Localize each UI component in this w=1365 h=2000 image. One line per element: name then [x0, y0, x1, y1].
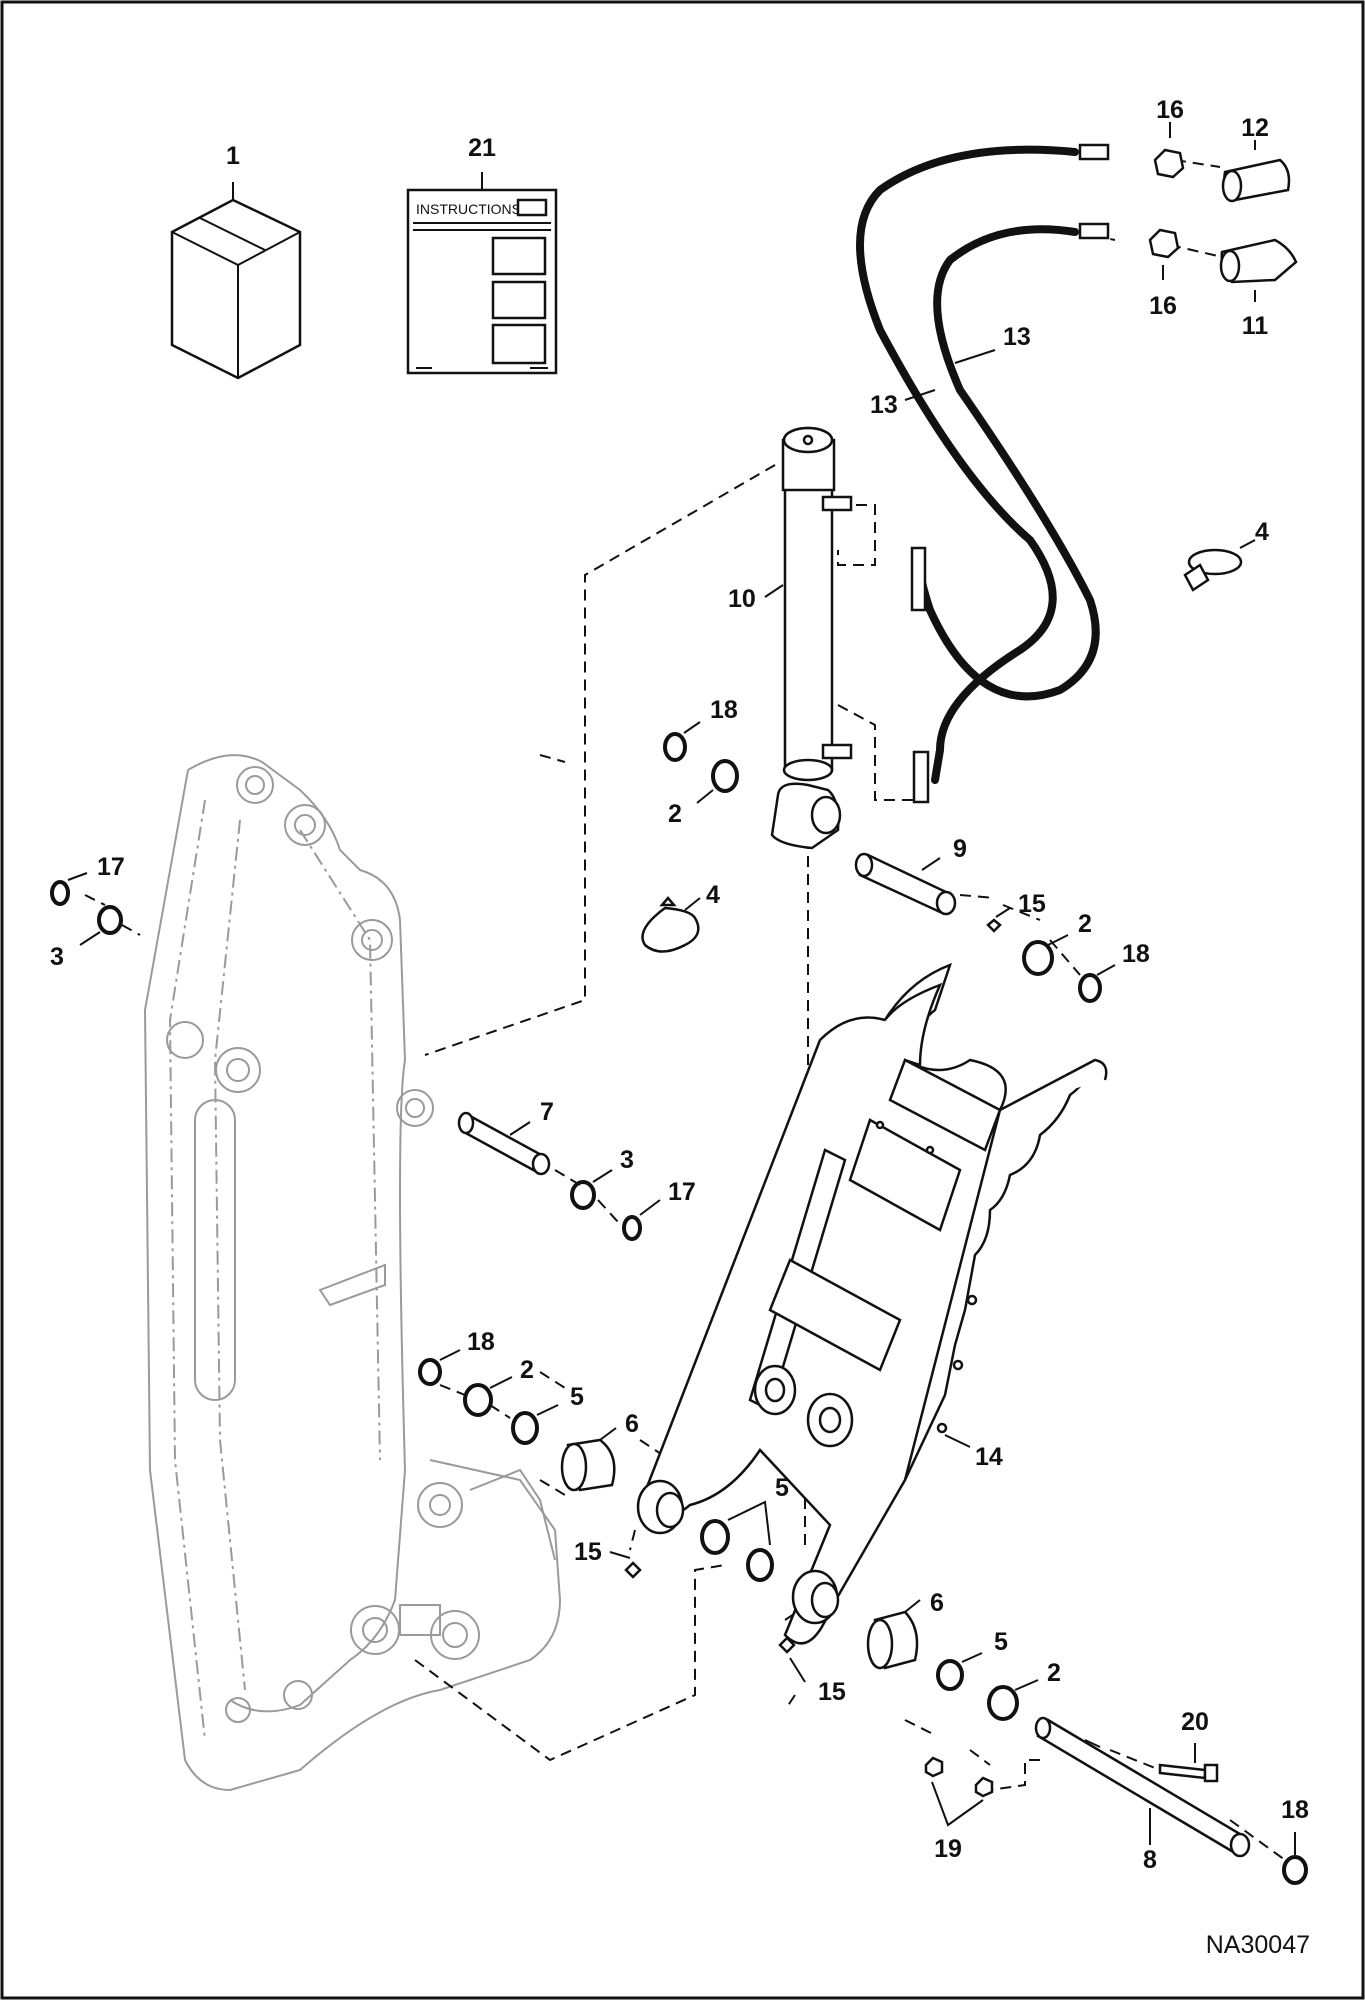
callout-20: 20 — [1181, 1708, 1209, 1736]
callout-17b: 17 — [668, 1178, 696, 1206]
callout-18c: 18 — [467, 1328, 495, 1356]
callout-16b: 16 — [1149, 292, 1177, 320]
item-19-nuts: 19 — [924, 1756, 994, 1863]
item-9-pin: 9 — [854, 835, 967, 916]
item-6-bushing-b: 6 — [866, 1589, 944, 1670]
item-18-retaining-ring-c: 18 — [418, 1328, 495, 1386]
item-16-adapter-bottom: 16 — [1148, 228, 1180, 320]
callout-8: 8 — [1143, 1846, 1157, 1874]
callout-6a: 6 — [625, 1410, 639, 1438]
item-5-seal-a: 5 — [511, 1383, 584, 1445]
item-1-kit-box: 1 — [170, 142, 302, 380]
item-4-tie-strap-left: 4 — [641, 881, 720, 953]
hose-ends — [910, 143, 1110, 804]
callout-15a: 15 — [1018, 890, 1046, 918]
item-21-instructions: INSTRUCTIONS 21 — [406, 134, 558, 375]
item-17-ring-left: 17 — [50, 853, 125, 906]
item-18-retaining-ring-d: 18 — [1281, 1796, 1309, 1885]
item-13-hoses: 13 13 — [856, 143, 1110, 804]
callout-3b: 3 — [620, 1146, 634, 1174]
callout-5b: 5 — [775, 1474, 789, 1502]
item-11-male-coupler: 11 — [1219, 238, 1298, 340]
callout-15c: 15 — [818, 1678, 846, 1706]
callout-11: 11 — [1242, 312, 1269, 340]
callout-1: 1 — [226, 142, 240, 170]
callout-19: 19 — [934, 1835, 962, 1863]
item-8-long-pin: 8 — [1034, 1716, 1251, 1874]
callout-3a: 3 — [50, 943, 64, 971]
item-5-seals-b: 5 — [700, 1474, 789, 1582]
item-12-female-coupler: 12 — [1221, 114, 1291, 203]
item-2-washer-b: 2 — [1022, 910, 1092, 976]
item-3-washer-left: 3 — [50, 905, 123, 971]
item-18-retaining-ring-a: 18 — [663, 696, 738, 762]
item-20-capscrew: 20 — [1158, 1708, 1219, 1783]
item-16-adapter-top: 16 — [1153, 96, 1185, 179]
item-3-washer-right: 3 — [570, 1146, 634, 1210]
callout-13b: 13 — [870, 391, 898, 419]
callout-15b: 15 — [574, 1538, 602, 1566]
callout-17a: 17 — [97, 853, 125, 881]
callout-13a: 13 — [1003, 323, 1031, 351]
callout-18a: 18 — [710, 696, 738, 724]
callout-16a: 16 — [1156, 96, 1184, 124]
callout-18d: 18 — [1281, 1796, 1309, 1824]
item-18-retaining-ring-b: 18 — [1078, 940, 1150, 1003]
callout-12: 12 — [1241, 114, 1269, 142]
item-2-washer-c: 2 — [463, 1356, 534, 1417]
callout-2d: 2 — [1047, 1659, 1061, 1687]
callout-21: 21 — [468, 134, 496, 162]
instructions-sheet-title: INSTRUCTIONS — [416, 201, 521, 217]
item-15-grease-fitting-a: 15 — [986, 890, 1046, 933]
item-5-seal-c: 5 — [936, 1628, 1008, 1691]
callout-10: 10 — [728, 585, 756, 613]
item-17-ring-right: 17 — [622, 1178, 696, 1241]
callout-6b: 6 — [930, 1589, 944, 1617]
callout-2c: 2 — [520, 1356, 534, 1384]
item-2-washer-d: 2 — [987, 1659, 1061, 1721]
callout-9: 9 — [953, 835, 967, 863]
callout-4a: 4 — [1255, 518, 1269, 546]
excavator-arm-ghost — [143, 754, 562, 1792]
item-10-hydraulic-cylinder: 10 — [728, 426, 853, 850]
callout-4b: 4 — [706, 881, 720, 909]
item-14-hydraulic-clamp-thumb: 14 — [636, 962, 1108, 1645]
callout-18b: 18 — [1122, 940, 1150, 968]
assembly-lines — [84, 149, 1286, 1861]
item-2-washer-a: 2 — [668, 759, 739, 828]
callout-5c: 5 — [994, 1628, 1008, 1656]
callout-5a: 5 — [570, 1383, 584, 1411]
item-15-grease-fitting-c: 15 — [778, 1636, 846, 1706]
item-6-bushing-a: 6 — [560, 1410, 639, 1492]
callout-14: 14 — [975, 1443, 1003, 1471]
callout-2b: 2 — [1078, 910, 1092, 938]
callout-2a: 2 — [668, 800, 682, 828]
item-7-pin: 7 — [457, 1098, 554, 1176]
drawing-code: NA30047 — [1206, 1931, 1310, 1959]
callout-7: 7 — [540, 1098, 554, 1126]
item-4-tie-strap-right: 4 — [1183, 518, 1269, 592]
item-15-grease-fitting-b: 15 — [574, 1538, 642, 1579]
